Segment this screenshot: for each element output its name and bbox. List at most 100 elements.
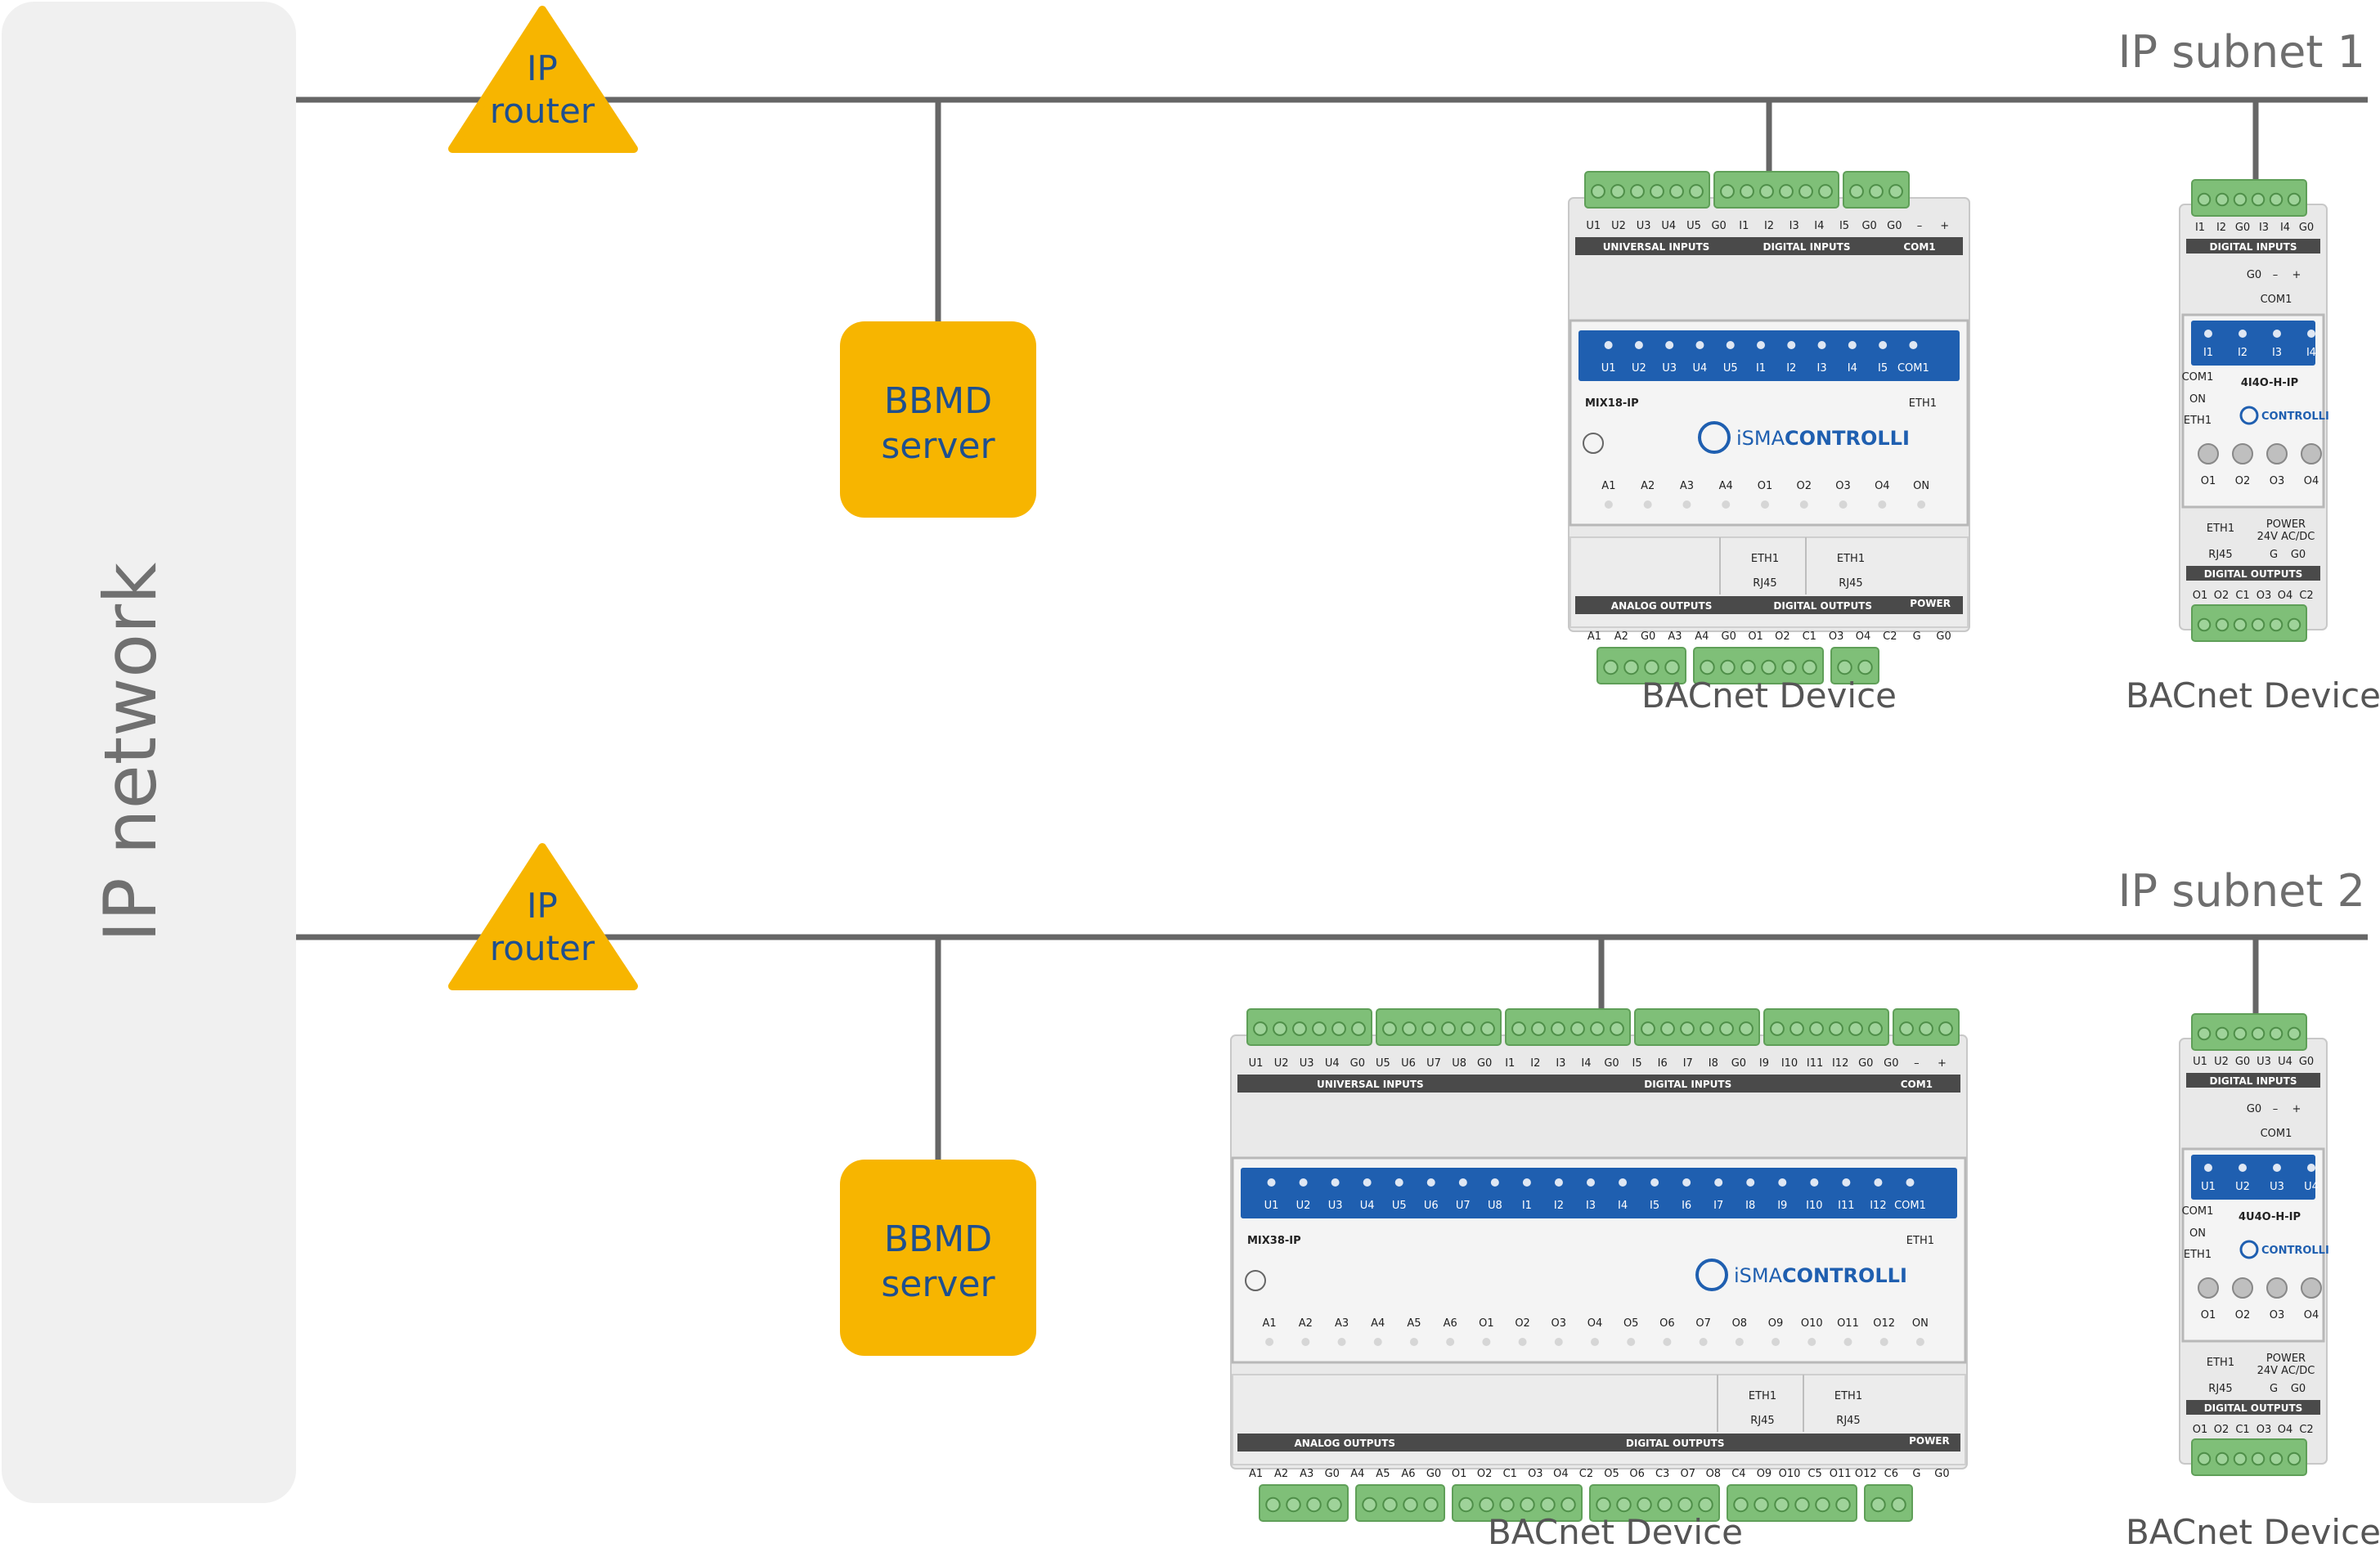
terminal-screw[interactable] bbox=[2287, 1026, 2301, 1041]
terminal-screw[interactable] bbox=[1511, 1021, 1526, 1036]
terminal-screw[interactable] bbox=[1479, 1496, 1494, 1513]
terminal-screw[interactable] bbox=[1253, 1021, 1268, 1036]
terminal-screw[interactable] bbox=[1531, 1021, 1546, 1036]
terminal-screw[interactable] bbox=[1739, 1021, 1754, 1036]
terminal-screw[interactable] bbox=[1623, 659, 1639, 675]
terminal-screw[interactable] bbox=[1441, 1021, 1456, 1036]
terminal-screw[interactable] bbox=[1835, 1496, 1851, 1513]
terminal-screw[interactable] bbox=[1644, 659, 1659, 675]
terminal-screw[interactable] bbox=[1798, 184, 1813, 199]
terminal-screw[interactable] bbox=[1869, 184, 1884, 199]
terminal-screw[interactable] bbox=[1779, 184, 1794, 199]
terminal-screw[interactable] bbox=[1849, 184, 1864, 199]
override-switch-icon[interactable] bbox=[2198, 443, 2219, 464]
terminal-screw[interactable] bbox=[2287, 617, 2301, 632]
terminal-screw[interactable] bbox=[2269, 1026, 2283, 1041]
top-terminal-block[interactable] bbox=[2191, 1013, 2307, 1051]
terminal-screw[interactable] bbox=[1660, 1021, 1675, 1036]
terminal-screw[interactable] bbox=[1292, 1021, 1307, 1036]
top-terminal-block[interactable] bbox=[1246, 1008, 1372, 1046]
terminal-screw[interactable] bbox=[1402, 1021, 1417, 1036]
terminal-screw[interactable] bbox=[2233, 617, 2248, 632]
terminal-screw[interactable] bbox=[1809, 1021, 1824, 1036]
bottom-terminal-block[interactable] bbox=[1596, 647, 1686, 684]
terminal-screw[interactable] bbox=[1630, 184, 1645, 199]
terminal-screw[interactable] bbox=[1700, 1021, 1714, 1036]
terminal-screw[interactable] bbox=[1891, 1496, 1906, 1513]
terminal-screw[interactable] bbox=[1789, 1021, 1804, 1036]
terminal-screw[interactable] bbox=[1664, 659, 1680, 675]
top-terminal-block[interactable] bbox=[1713, 171, 1839, 209]
bottom-terminal-block[interactable] bbox=[1259, 1484, 1349, 1522]
terminal-screw[interactable] bbox=[1596, 1496, 1611, 1513]
terminal-screw[interactable] bbox=[1837, 659, 1852, 675]
terminal-screw[interactable] bbox=[1689, 184, 1704, 199]
terminal-screw[interactable] bbox=[1650, 184, 1664, 199]
terminal-screw[interactable] bbox=[1421, 1021, 1436, 1036]
override-switch-icon[interactable] bbox=[2232, 443, 2253, 464]
terminal-screw[interactable] bbox=[1720, 184, 1735, 199]
terminal-screw[interactable] bbox=[2233, 1026, 2248, 1041]
terminal-screw[interactable] bbox=[2215, 1026, 2230, 1041]
terminal-screw[interactable] bbox=[2287, 192, 2301, 207]
override-switch-icon[interactable] bbox=[2266, 1277, 2288, 1299]
bottom-terminal-block[interactable] bbox=[2191, 1438, 2307, 1476]
terminal-screw[interactable] bbox=[1570, 1021, 1585, 1036]
terminal-screw[interactable] bbox=[1868, 1021, 1883, 1036]
terminal-screw[interactable] bbox=[2251, 617, 2265, 632]
terminal-screw[interactable] bbox=[1591, 184, 1605, 199]
terminal-screw[interactable] bbox=[1761, 659, 1776, 675]
terminal-screw[interactable] bbox=[1677, 1496, 1693, 1513]
terminal-screw[interactable] bbox=[1720, 659, 1736, 675]
top-terminal-block[interactable] bbox=[2191, 179, 2307, 217]
terminal-screw[interactable] bbox=[2269, 192, 2283, 207]
terminal-screw[interactable] bbox=[2197, 1452, 2212, 1466]
terminal-screw[interactable] bbox=[1774, 1496, 1789, 1513]
terminal-screw[interactable] bbox=[1870, 1496, 1886, 1513]
terminal-screw[interactable] bbox=[2215, 1452, 2230, 1466]
override-switch-icon[interactable] bbox=[2301, 443, 2322, 464]
terminal-screw[interactable] bbox=[1306, 1496, 1322, 1513]
terminal-screw[interactable] bbox=[2269, 617, 2283, 632]
top-terminal-block[interactable] bbox=[1584, 171, 1710, 209]
terminal-screw[interactable] bbox=[1423, 1496, 1439, 1513]
terminal-screw[interactable] bbox=[1657, 1496, 1673, 1513]
terminal-screw[interactable] bbox=[2197, 192, 2212, 207]
terminal-screw[interactable] bbox=[1610, 1021, 1624, 1036]
terminal-screw[interactable] bbox=[1759, 184, 1774, 199]
terminal-screw[interactable] bbox=[1312, 1021, 1327, 1036]
override-switch-icon[interactable] bbox=[2266, 443, 2288, 464]
override-switch-icon[interactable] bbox=[2301, 1277, 2322, 1299]
terminal-screw[interactable] bbox=[2197, 1026, 2212, 1041]
terminal-screw[interactable] bbox=[1590, 1021, 1605, 1036]
terminal-screw[interactable] bbox=[2251, 192, 2265, 207]
terminal-screw[interactable] bbox=[1698, 1496, 1713, 1513]
terminal-screw[interactable] bbox=[1899, 1021, 1914, 1036]
terminal-screw[interactable] bbox=[1616, 1496, 1632, 1513]
terminal-screw[interactable] bbox=[1265, 1496, 1281, 1513]
terminal-screw[interactable] bbox=[1938, 1021, 1953, 1036]
top-terminal-block[interactable] bbox=[1634, 1008, 1760, 1046]
terminal-screw[interactable] bbox=[1637, 1496, 1652, 1513]
terminal-screw[interactable] bbox=[1403, 1496, 1418, 1513]
terminal-screw[interactable] bbox=[1857, 659, 1873, 675]
terminal-screw[interactable] bbox=[2215, 192, 2230, 207]
bottom-terminal-block[interactable] bbox=[1355, 1484, 1445, 1522]
terminal-screw[interactable] bbox=[1919, 1021, 1933, 1036]
terminal-screw[interactable] bbox=[1520, 1496, 1535, 1513]
terminal-screw[interactable] bbox=[1331, 1021, 1346, 1036]
terminal-screw[interactable] bbox=[1781, 659, 1797, 675]
top-terminal-block[interactable] bbox=[1376, 1008, 1502, 1046]
terminal-screw[interactable] bbox=[1362, 1496, 1377, 1513]
terminal-screw[interactable] bbox=[1286, 1496, 1301, 1513]
top-terminal-block[interactable] bbox=[1763, 1008, 1889, 1046]
terminal-screw[interactable] bbox=[1551, 1021, 1565, 1036]
override-switch-icon[interactable] bbox=[2232, 1277, 2253, 1299]
terminal-screw[interactable] bbox=[1794, 1496, 1810, 1513]
terminal-screw[interactable] bbox=[1382, 1496, 1398, 1513]
terminal-screw[interactable] bbox=[1802, 659, 1817, 675]
terminal-screw[interactable] bbox=[1273, 1021, 1287, 1036]
terminal-screw[interactable] bbox=[1888, 184, 1903, 199]
terminal-screw[interactable] bbox=[2215, 617, 2230, 632]
top-terminal-block[interactable] bbox=[1505, 1008, 1631, 1046]
